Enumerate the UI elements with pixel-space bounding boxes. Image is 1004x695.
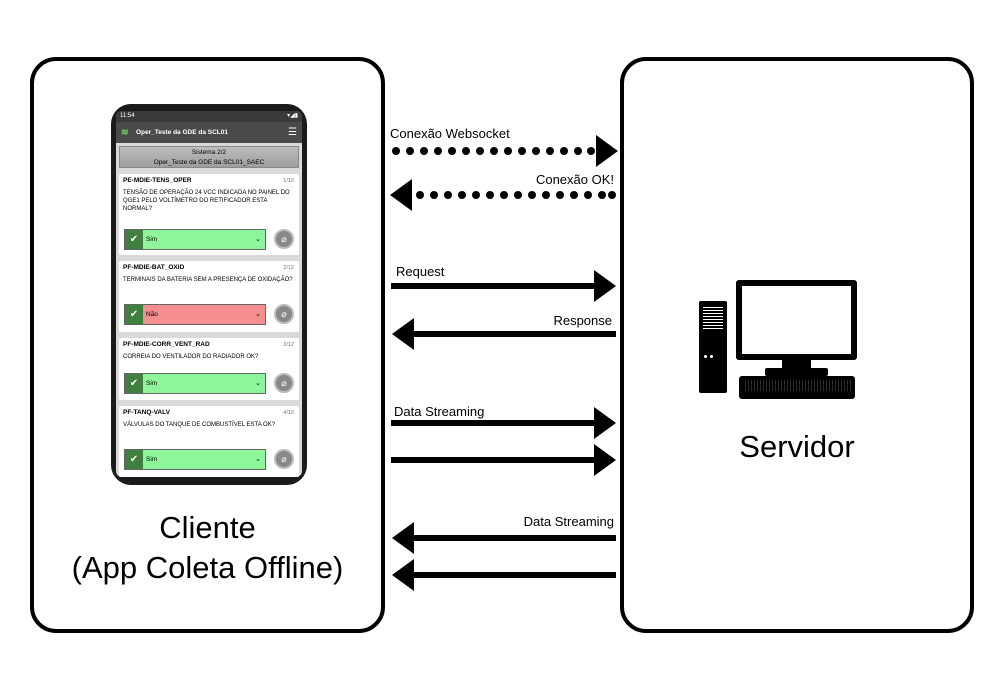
tower-icon <box>699 301 727 393</box>
answer-select[interactable]: ✔ Sim ⌄ <box>124 229 266 250</box>
card-code: PF-MDIE-CORR_VENT_RAD <box>123 341 210 348</box>
keyboard-icon <box>739 376 855 399</box>
card-index: 3/12 <box>283 342 294 348</box>
client-label-line2: (App Coleta Offline) <box>71 550 344 585</box>
chevron-down-icon: ⌄ <box>255 380 261 387</box>
card-code: PE-MDIE-TENS_OPER <box>123 177 192 184</box>
websocket-arrow <box>392 135 618 167</box>
app-bar: ≋ Oper_Teste da GDE da SCL01 ☰ <box>116 122 302 143</box>
app-title: Oper_Teste da GDE da SCL01 <box>136 129 228 136</box>
attachment-icon[interactable]: ⌀ <box>274 373 294 393</box>
wifi-icon: ≋ <box>121 127 129 137</box>
checklist-card: PE-MDIE-TENS_OPER 1/12 TENSÃO DE OPERAÇÃ… <box>119 174 299 255</box>
streaming-to-client-arrow-1 <box>392 522 616 554</box>
response-arrow <box>392 318 616 350</box>
answer-value: Sim <box>146 380 158 387</box>
system-line1: Sistema 2/2 <box>191 149 227 156</box>
card-question: TENSÃO DE OPERAÇÃO 24 VCC INDICADA NO PA… <box>123 190 290 212</box>
check-icon: ✔ <box>125 374 143 393</box>
attachment-icon[interactable]: ⌀ <box>274 304 294 324</box>
client-label-line1: Cliente <box>159 510 256 545</box>
connection-ok-arrow <box>390 179 616 211</box>
check-icon: ✔ <box>125 230 143 249</box>
answer-value: Sim <box>146 456 158 463</box>
card-question: CORREIA DO VENTILADOR DO RADIADOR OK? <box>123 354 259 360</box>
monitor-icon <box>736 280 857 360</box>
card-index: 1/12 <box>283 178 294 184</box>
checklist-card: PF-MDIE-BAT_OXID 2/12 TERMINAIS DA BATER… <box>119 261 299 332</box>
phone-status-bar: 11:54 ▾◢▮ <box>116 111 302 122</box>
menu-icon[interactable]: ☰ <box>288 127 297 138</box>
streaming-to-client-arrow-2 <box>392 559 616 591</box>
attachment-icon[interactable]: ⌀ <box>274 229 294 249</box>
card-code: PF-TANQ-VALV <box>123 409 170 416</box>
answer-select[interactable]: ✔ Sim ⌄ <box>124 449 266 470</box>
attachment-icon[interactable]: ⌀ <box>274 449 294 469</box>
answer-select[interactable]: ✔ Não ⌄ <box>124 304 266 325</box>
card-index: 2/12 <box>283 265 294 271</box>
streaming-to-server-arrow-2 <box>391 444 616 476</box>
card-question: VÁLVULAS DO TANQUE DE COMBUSTÍVEL ESTA O… <box>123 422 276 428</box>
card-question: TERMINAIS DA BATERIA SEM A PRESENÇA DE O… <box>123 277 293 283</box>
answer-select[interactable]: ✔ Sim ⌄ <box>124 373 266 394</box>
request-label: Request <box>396 264 445 279</box>
card-index: 4/12 <box>283 410 294 416</box>
websocket-label: Conexão Websocket <box>390 126 510 141</box>
streaming-to-client-label: Data Streaming <box>523 514 614 529</box>
checklist-card: PF-MDIE-CORR_VENT_RAD 3/12 CORREIA DO VE… <box>119 338 299 400</box>
system-header: Sistema 2/2 Oper_Teste da GDE da SCL01_S… <box>119 146 299 168</box>
request-arrow <box>391 270 616 302</box>
streaming-to-server-arrow-1 <box>391 407 616 439</box>
chevron-down-icon: ⌄ <box>255 456 261 463</box>
server-label: Servidor <box>739 429 855 464</box>
checklist-card: PF-TANQ-VALV 4/12 VÁLVULAS DO TANQUE DE … <box>119 406 299 477</box>
answer-value: Não <box>146 311 158 318</box>
chevron-down-icon: ⌄ <box>255 236 261 243</box>
signal-battery-icon: ▾◢▮ <box>287 113 298 119</box>
client-label: Cliente (App Coleta Offline) <box>30 508 385 588</box>
answer-value: Sim <box>146 236 158 243</box>
card-code: PF-MDIE-BAT_OXID <box>123 264 185 271</box>
streaming-to-server-label: Data Streaming <box>394 404 485 419</box>
system-line2: Oper_Teste da GDE da SCL01_SAEC <box>153 159 265 166</box>
connection-ok-label: Conexão OK! <box>535 172 614 187</box>
check-icon: ✔ <box>125 450 143 469</box>
response-label: Response <box>553 313 612 328</box>
check-icon: ✔ <box>125 305 143 324</box>
phone-screen: 11:54 ▾◢▮ ≋ Oper_Teste da GDE da SCL01 ☰… <box>116 111 302 477</box>
phone-time: 11:54 <box>120 113 135 119</box>
chevron-down-icon: ⌄ <box>255 311 261 318</box>
